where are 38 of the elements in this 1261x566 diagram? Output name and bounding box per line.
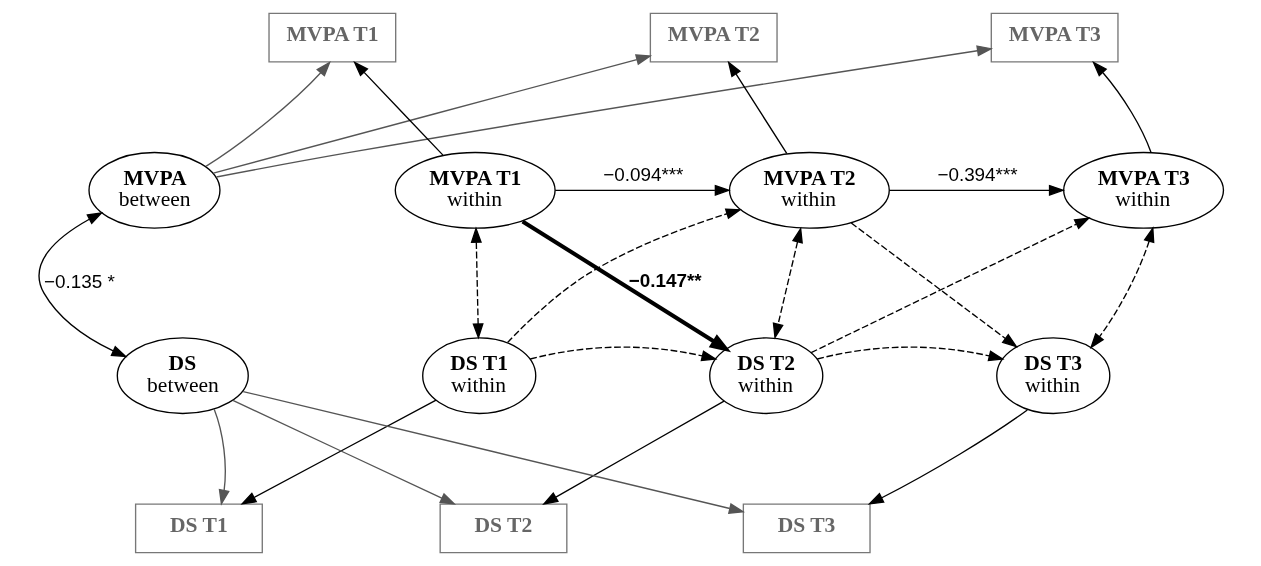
arrow — [529, 346, 718, 362]
node-box: DS T2 — [439, 503, 567, 554]
node-ellipse: DS between — [116, 337, 249, 415]
arrow — [506, 208, 742, 344]
edge-label: −0.135 * — [43, 270, 115, 292]
arrow — [470, 226, 484, 340]
arrow — [850, 222, 1018, 348]
arrow — [212, 54, 652, 174]
arrow — [352, 60, 444, 156]
arrow — [554, 184, 731, 196]
node-box: MVPA T2 — [649, 12, 778, 63]
node-box: DS T3 — [742, 503, 871, 554]
edge-label: −0.094*** — [602, 164, 683, 186]
arrow — [888, 184, 1065, 196]
node-box: MVPA T3 — [990, 12, 1119, 63]
node-ellipse: MVPA T2 within — [728, 151, 890, 229]
arrow — [810, 217, 1091, 354]
arrow — [38, 212, 128, 358]
node-ellipse: DS T3 within — [995, 337, 1110, 415]
edge-label: −0.147** — [628, 269, 702, 291]
arrow — [867, 409, 1028, 505]
node-box: DS T1 — [134, 503, 263, 554]
arrow — [215, 45, 993, 178]
arrow — [541, 400, 725, 505]
arrow — [1089, 226, 1154, 349]
arrow — [772, 226, 803, 340]
node-ellipse: DS T1 within — [421, 337, 536, 415]
arrow — [242, 390, 745, 514]
node-ellipse: DS T2 within — [708, 337, 823, 415]
arrow — [204, 60, 331, 168]
arrow — [816, 346, 1005, 362]
arrow — [727, 60, 787, 155]
node-box: MVPA T1 — [267, 12, 396, 63]
arrow — [213, 408, 230, 506]
edge-label: −0.394*** — [936, 164, 1018, 186]
node-ellipse: MVPA T1 within — [394, 151, 556, 229]
arrow — [1091, 60, 1152, 153]
arrow — [521, 219, 731, 353]
